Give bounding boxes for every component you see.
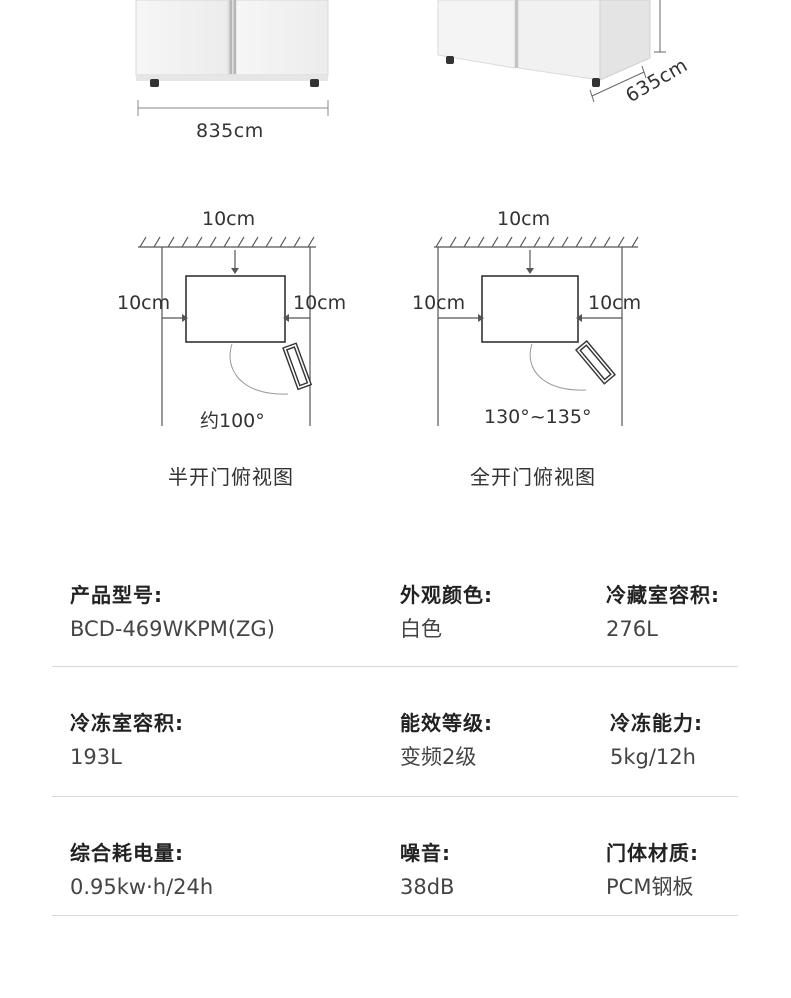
- spec-value: 0.95kw·h/24h: [70, 875, 214, 899]
- spec-color: 外观颜色: 白色: [400, 582, 493, 642]
- full-open-door-diagram: [434, 236, 639, 426]
- spec-label: 冷冻能力:: [610, 711, 703, 735]
- spec-label: 噪音:: [400, 841, 451, 865]
- half-open-top-clearance: 10cm: [202, 208, 256, 230]
- spec-row-divider: [52, 796, 738, 797]
- spec-noise: 噪音: 38dB: [400, 840, 454, 900]
- spec-fridge-volume: 冷藏室容积: 276L: [606, 582, 720, 642]
- full-open-left-clearance: 10cm: [412, 292, 466, 314]
- spec-label: 冷冻室容积:: [70, 711, 184, 735]
- spec-freezer-volume: 冷冻室容积: 193L: [70, 710, 184, 770]
- full-open-angle-label: 130°~135°: [484, 406, 592, 428]
- spec-label: 产品型号:: [70, 583, 163, 607]
- spec-door-material: 门体材质: PCM钢板: [606, 840, 699, 900]
- spec-value: BCD-469WKPM(ZG): [70, 617, 275, 641]
- spec-label: 能效等级:: [400, 711, 493, 735]
- spec-label: 门体材质:: [606, 841, 699, 865]
- spec-energy-class: 能效等级: 变频2级: [400, 710, 493, 770]
- half-open-caption: 半开门俯视图: [168, 465, 294, 489]
- spec-value: 白色: [400, 617, 442, 641]
- half-open-door-diagram: [138, 236, 316, 426]
- full-open-right-clearance: 10cm: [588, 292, 642, 314]
- full-open-top-clearance: 10cm: [497, 208, 551, 230]
- width-dimension-label: 835cm: [196, 120, 264, 142]
- spec-value: 变频2级: [400, 745, 477, 769]
- spec-value: 193L: [70, 745, 122, 769]
- spec-freezing-capacity: 冷冻能力: 5kg/12h: [610, 710, 703, 770]
- half-open-left-clearance: 10cm: [117, 292, 171, 314]
- fridge-front-illustration: [135, 0, 329, 116]
- half-open-angle-label: 约100°: [200, 410, 265, 432]
- spec-row-divider: [52, 666, 738, 667]
- spec-label: 综合耗电量:: [70, 841, 184, 865]
- fridge-angled-illustration: [437, 0, 666, 103]
- spec-row-divider: [52, 915, 738, 916]
- spec-value: PCM钢板: [606, 875, 694, 899]
- spec-model: 产品型号: BCD-469WKPM(ZG): [70, 582, 275, 642]
- half-open-right-clearance: 10cm: [293, 292, 347, 314]
- spec-label: 外观颜色:: [400, 583, 493, 607]
- spec-value: 5kg/12h: [610, 745, 696, 769]
- full-open-caption: 全开门俯视图: [470, 465, 596, 489]
- spec-value: 276L: [606, 617, 658, 641]
- spec-label: 冷藏室容积:: [606, 583, 720, 607]
- spec-power-consumption: 综合耗电量: 0.95kw·h/24h: [70, 840, 213, 900]
- spec-value: 38dB: [400, 875, 455, 899]
